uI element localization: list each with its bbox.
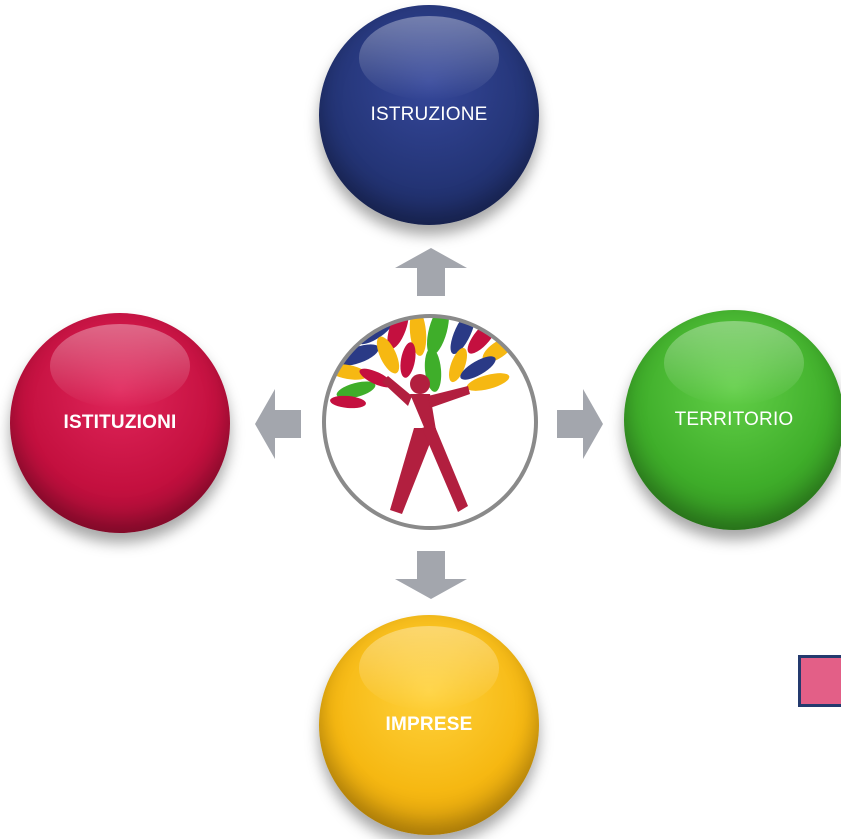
node-imprese: IMPRESE: [319, 615, 539, 835]
node-istituzioni: ISTITUZIONI: [10, 313, 230, 533]
decorative-square: [798, 655, 841, 707]
arrow-down-icon: [395, 551, 467, 599]
tree-person-logo-icon: [322, 314, 538, 530]
node-territorio: TERRITORIO: [624, 310, 841, 530]
node-imprese-label: IMPRESE: [385, 714, 473, 735]
arrow-right-icon: [557, 389, 603, 459]
node-istruzione: ISTRUZIONE: [319, 5, 539, 225]
arrow-up-icon: [395, 248, 467, 296]
node-territorio-label: TERRITORIO: [674, 409, 794, 430]
node-istruzione-label: ISTRUZIONE: [370, 104, 488, 125]
node-istituzioni-label: ISTITUZIONI: [63, 412, 177, 433]
arrow-left-icon: [255, 389, 301, 459]
